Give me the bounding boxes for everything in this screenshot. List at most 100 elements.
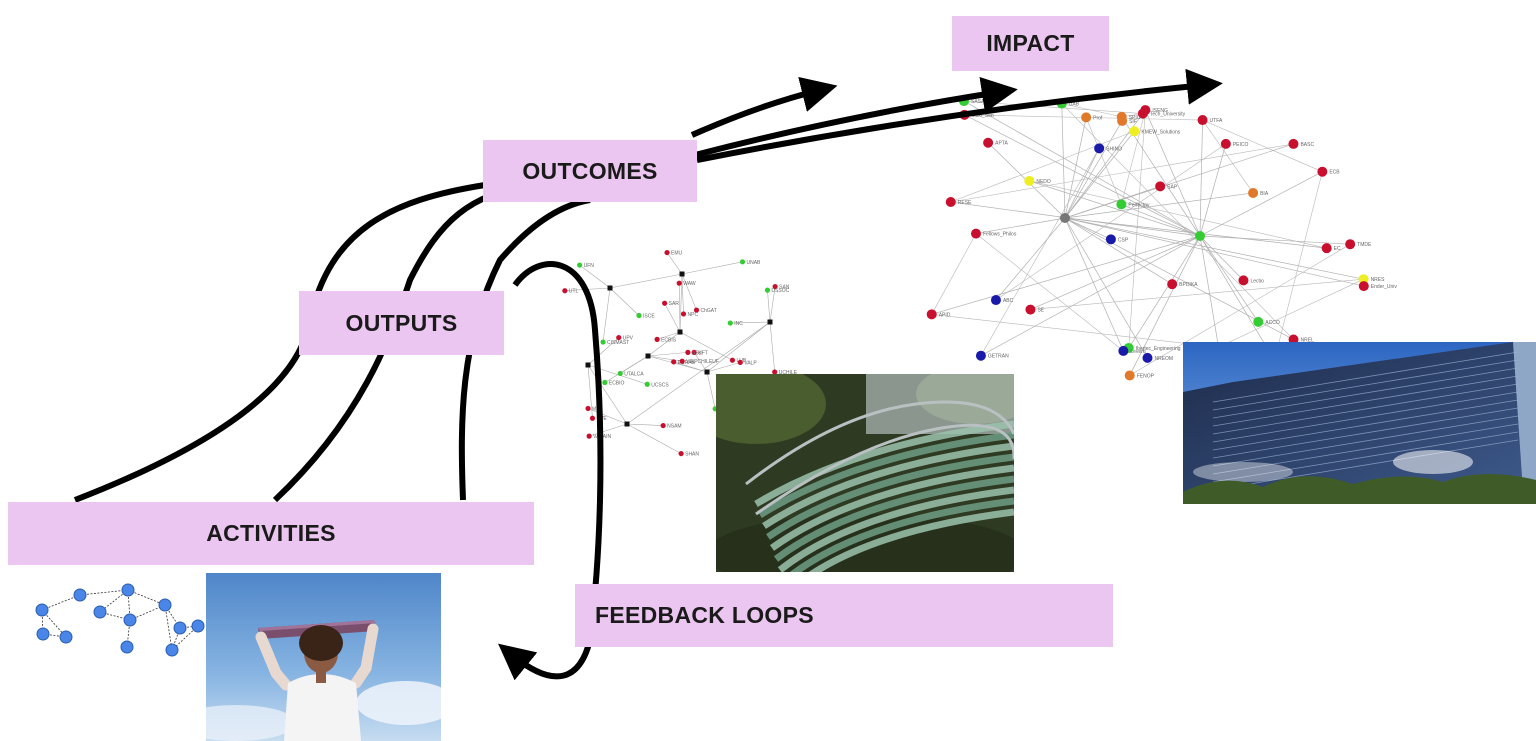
canopy-slat [808, 508, 1014, 572]
facade-panel-line [1212, 359, 1519, 411]
middle-network-node [664, 249, 670, 256]
middle-network-node-label: SAR [669, 301, 680, 307]
right-network-node-label: Ender_Univ [1371, 284, 1398, 290]
middle-network-edge [647, 355, 708, 373]
right-network-node [1197, 115, 1208, 126]
middle-network-node [662, 300, 668, 306]
middle-network-edge [626, 423, 682, 454]
small-network-edge [41, 609, 67, 638]
middle-network-node-label: UFN [584, 263, 595, 269]
canopy-slat [769, 464, 1014, 551]
small-network-node [173, 621, 187, 635]
small-network-node [120, 640, 134, 654]
middle-network-node [691, 349, 697, 356]
middle-network-node [685, 349, 691, 355]
right-network-node-label: BIA [1260, 191, 1269, 197]
middle-network-edge [678, 283, 681, 333]
middle-network-node [678, 450, 684, 457]
middle-network-node [693, 307, 700, 313]
right-network-node [975, 350, 986, 361]
right-network-edge [1029, 180, 1201, 237]
right-network-node-label: SAP [1167, 184, 1178, 190]
middle-network-node [739, 259, 746, 265]
middle-network-node [617, 370, 623, 377]
right-network-hub [1195, 231, 1205, 241]
feedback-loops-label: FEEDBACK LOOPS [575, 584, 1113, 647]
middle-network-edge [681, 273, 684, 314]
right-network-node [1238, 275, 1249, 286]
right-network-edge [950, 143, 1294, 203]
middle-network-hub [645, 353, 651, 359]
right-network-edge [1121, 204, 1201, 237]
right-network-node-label: ABC [1003, 298, 1014, 304]
right-network-edge [1129, 235, 1201, 376]
right-network-node [1105, 234, 1116, 245]
small-network-edge [127, 589, 166, 606]
right-network-node-label: Tech_University [1150, 112, 1186, 118]
middle-network-node-label: M [592, 406, 596, 412]
right-network-node [1358, 281, 1369, 292]
middle-network-edge [587, 364, 628, 425]
middle-network-node-label: ECBIO [609, 381, 625, 387]
right-network-node [1155, 181, 1166, 192]
middle-network-node-label: ECRAS [678, 360, 696, 366]
outputs-label: OUTPUTS [299, 291, 504, 355]
middle-network-node [729, 357, 736, 363]
facade-panel-line [1212, 391, 1519, 443]
right-network-edge [1064, 148, 1100, 219]
right-network-edge [1199, 235, 1244, 281]
middle-network-node-label: UPV [623, 336, 634, 342]
feedback-loop-arrow [498, 261, 604, 681]
middle-network-node-label: NPC [688, 312, 699, 318]
right-network-node [1124, 370, 1135, 381]
middle-network-node-label: WAW [683, 281, 696, 287]
right-network-node-label: SHINO [1106, 146, 1122, 152]
right-network-edge [1121, 116, 1201, 237]
facade-panel-line [1212, 351, 1519, 403]
middle-network-hub [679, 271, 685, 277]
right-network-edge [1199, 171, 1323, 237]
middle-network-edge [769, 321, 776, 373]
right-network-node [1321, 243, 1332, 254]
right-network-edge [1085, 117, 1122, 205]
activities-label: ACTIVITIES [8, 502, 534, 565]
middle-network-edge [626, 423, 664, 426]
middle-network-edge [681, 273, 697, 311]
right-network-edge [980, 148, 1100, 356]
canopy-slat [789, 497, 1014, 572]
canopy-slat [766, 453, 1014, 540]
arrow-outcomes-to-impact-2 [694, 76, 1018, 158]
middle-network-node [616, 334, 622, 341]
right-network-edge [931, 235, 1201, 315]
right-network-edge [1064, 217, 1148, 359]
middle-network-node-label: UFT [698, 350, 708, 356]
right-network-edge [1064, 185, 1161, 219]
middle-network-node-label: SHAN [685, 452, 699, 458]
right-network-node-label: ACCO [1265, 320, 1280, 326]
small-network-edge [79, 589, 129, 596]
middle-network-node-label: SAN [779, 285, 790, 291]
middle-network-hub [624, 421, 630, 427]
middle-network-edge [604, 355, 649, 383]
middle-network-node-label: ECBIS [661, 337, 677, 343]
canopy-slat [754, 420, 1014, 508]
right-network-edge [1030, 278, 1364, 310]
right-network-edge [980, 235, 1201, 357]
right-network-edge [1128, 235, 1201, 349]
right-network-edge [1129, 243, 1351, 376]
solar-canopy-photo [716, 374, 1014, 572]
right-network-node-label: UTFA [1210, 118, 1223, 124]
middle-network-edge [666, 252, 683, 275]
right-network-node [1024, 175, 1035, 186]
middle-network-edge [579, 264, 611, 289]
right-network-edge [1029, 180, 1327, 249]
middle-network-edge [706, 362, 741, 373]
right-network-edge [1218, 278, 1364, 348]
right-network-node [1345, 239, 1356, 250]
middle-network-hub [585, 362, 591, 368]
middle-network-node-label: UNAB [746, 260, 761, 266]
right-network-node [1129, 126, 1140, 137]
right-network-edge [995, 143, 1227, 301]
middle-network-edge [609, 287, 640, 316]
right-network-edge [1064, 192, 1254, 219]
